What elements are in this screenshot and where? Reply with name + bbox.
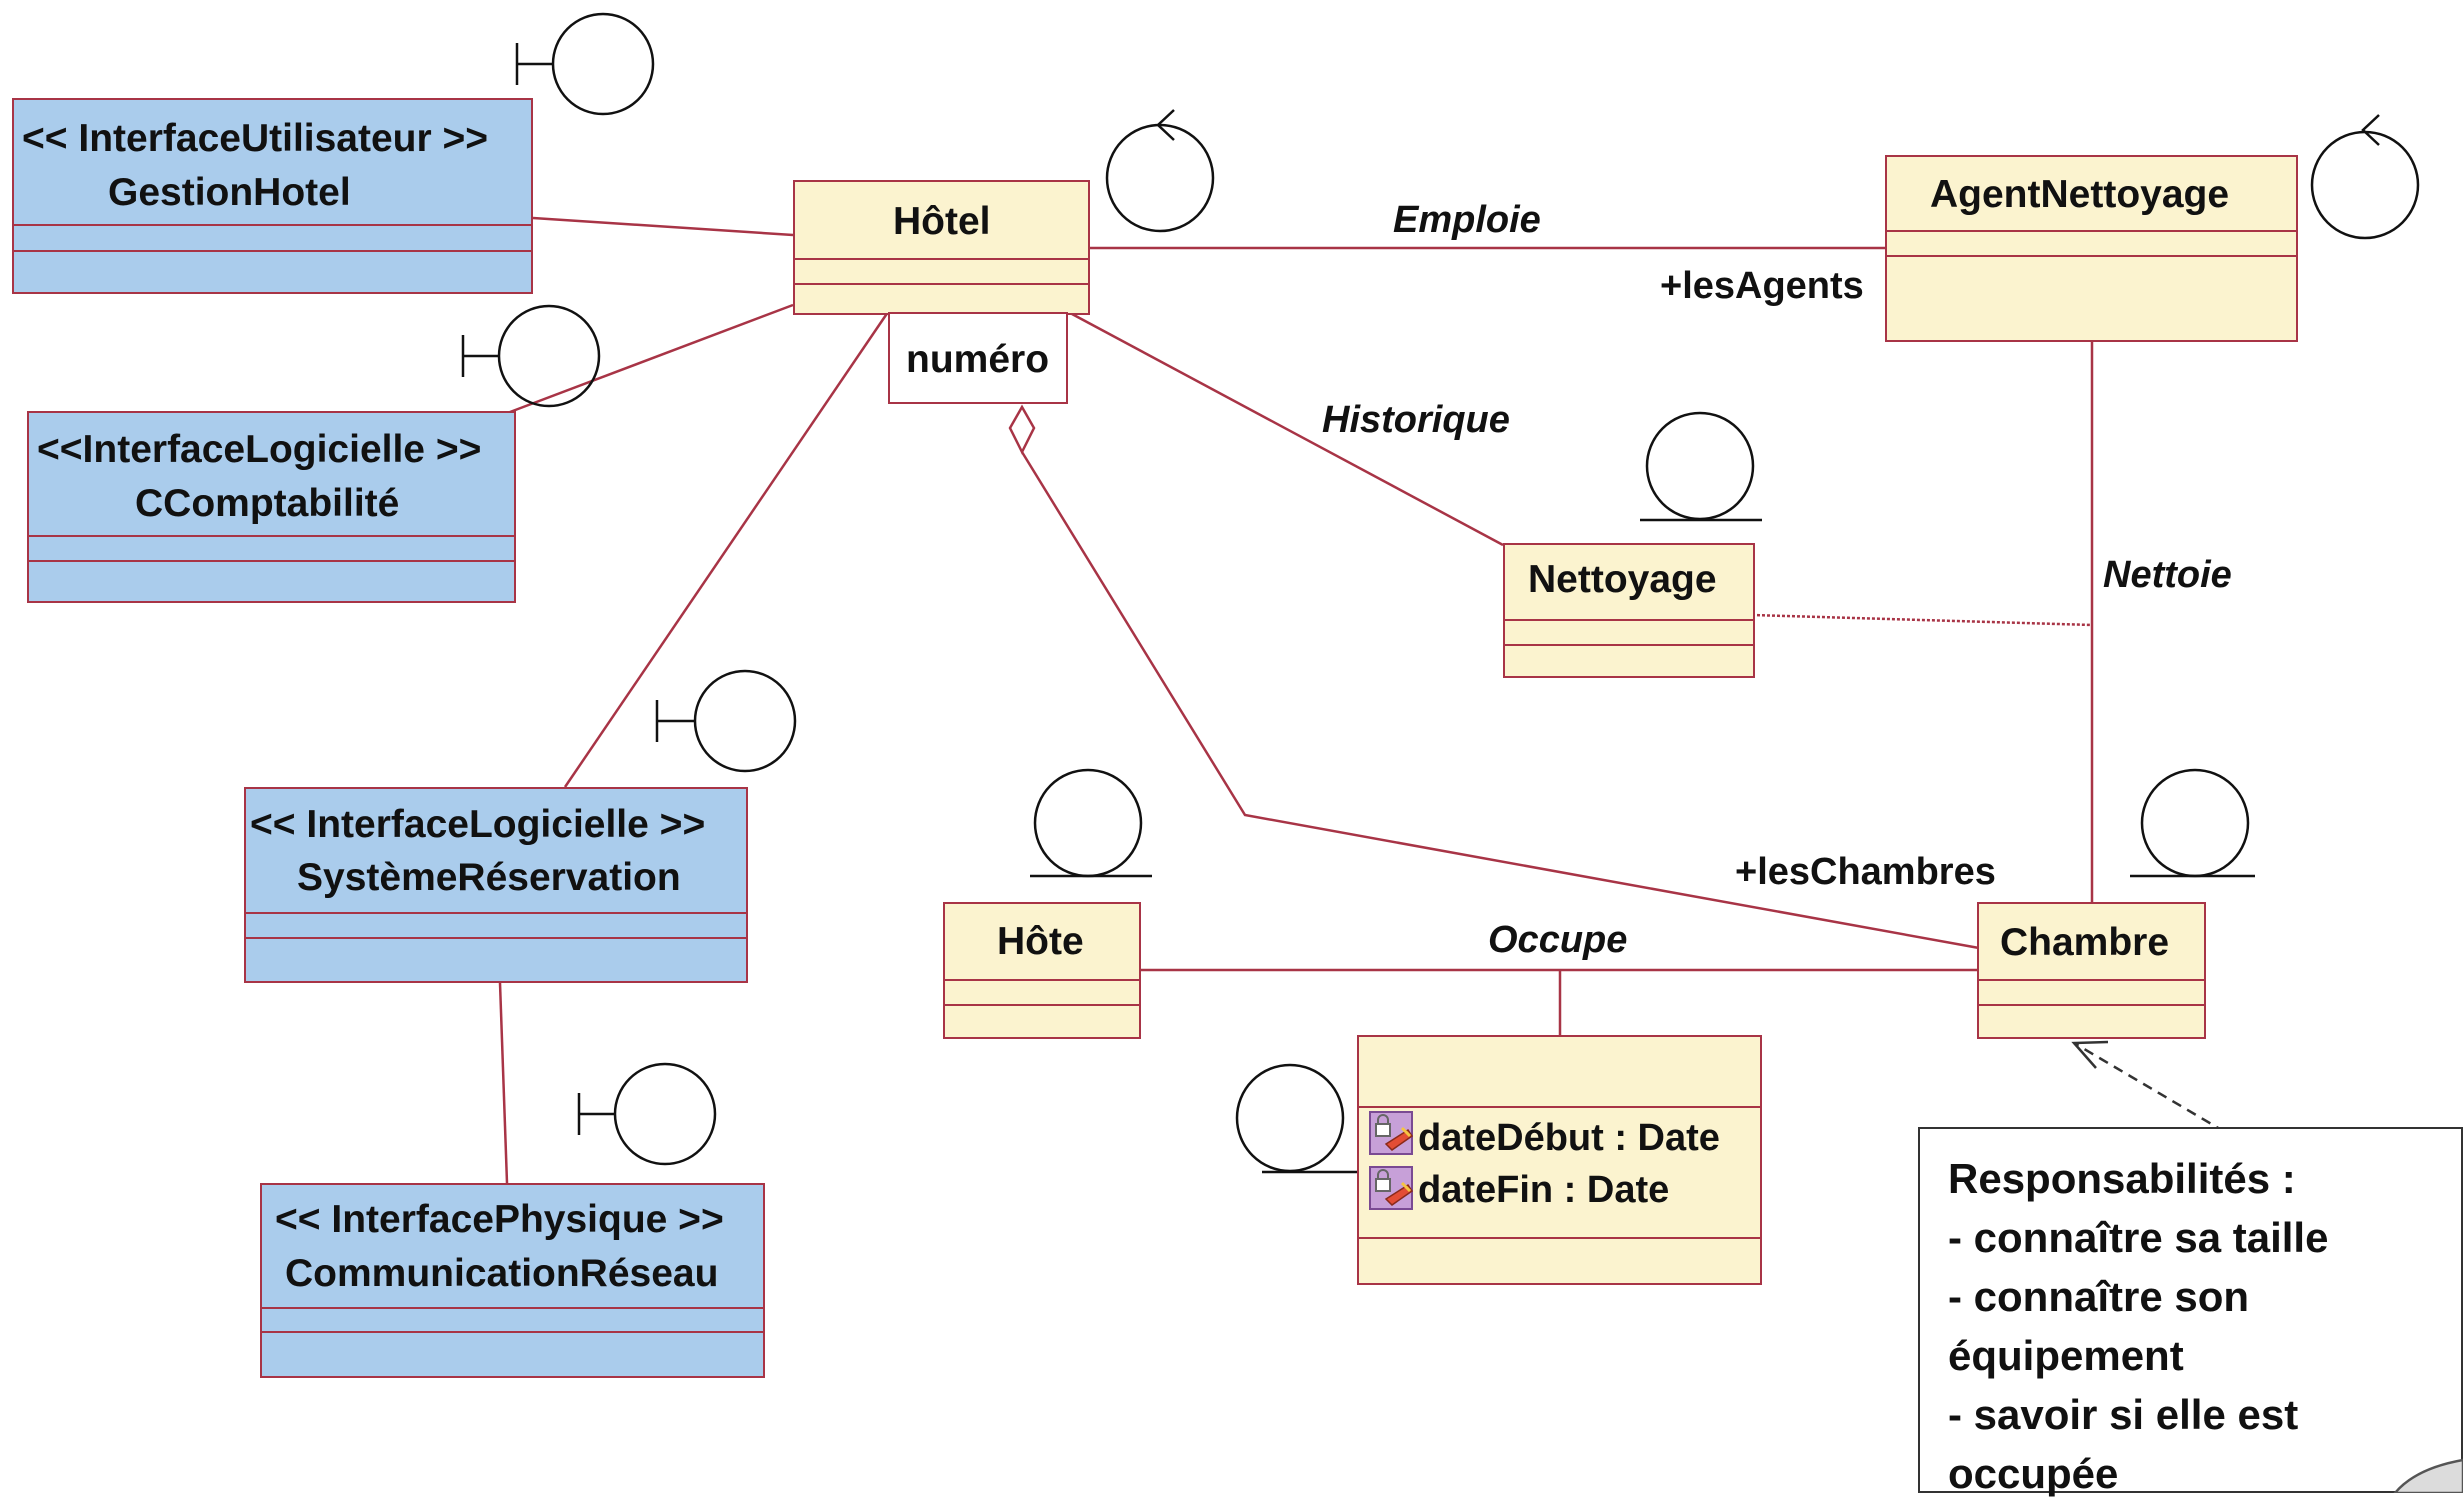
class-occupe-association[interactable]	[1357, 1035, 1762, 1285]
link-systemereservation-hotel	[563, 311, 890, 788]
assoc-label-emploie: Emploie	[1393, 199, 1541, 241]
class-communicationreseau-name: CommunicationRéseau	[285, 1252, 719, 1295]
control-icon	[1105, 109, 1215, 233]
class-hotel-name: Hôtel	[893, 200, 991, 243]
assoc-historique	[1071, 312, 1504, 547]
note-line: occupée	[1948, 1450, 2119, 1497]
assoc-nettoie-class-link	[1751, 613, 2093, 627]
role-label-lesagents: +lesAgents	[1660, 265, 1864, 307]
note-dependency-line	[2073, 1041, 2226, 1134]
class-ccomptabilite-stereotype: <<InterfaceLogicielle >>	[37, 427, 482, 473]
class-nettoyage-name: Nettoyage	[1528, 558, 1717, 601]
note-text: Responsabilités : - connaître sa taille …	[1948, 1149, 2328, 1503]
class-chambre-name: Chambre	[2000, 921, 2170, 964]
role-label-leschambres: +lesChambres	[1735, 851, 1996, 893]
class-ccomptabilite-name: CComptabilité	[135, 482, 400, 525]
boundary-icon	[461, 304, 601, 408]
entity-icon	[1030, 768, 1152, 878]
hotel-qualifier-label: numéro	[906, 338, 1050, 381]
assoc-leschambres	[1020, 451, 1980, 950]
attribute-key-icon	[1369, 1111, 1414, 1155]
class-hotel[interactable]	[793, 180, 1090, 315]
aggregation-diamond	[1008, 404, 1036, 455]
class-hote-name: Hôte	[997, 920, 1084, 963]
entity-icon	[1640, 411, 1762, 522]
note-line: Responsabilités :	[1948, 1155, 2296, 1202]
class-agentnettoyage[interactable]	[1885, 155, 2298, 342]
class-chambre[interactable]	[1977, 902, 2206, 1039]
link-ccomptabilite-hotel	[509, 303, 794, 414]
note-line: - savoir si elle est	[1948, 1391, 2299, 1438]
assoc-label-historique: Historique	[1322, 399, 1510, 441]
boundary-icon	[655, 669, 797, 773]
class-communicationreseau-stereotype: << InterfacePhysique >>	[275, 1197, 724, 1243]
class-agentnettoyage-name: AgentNettoyage	[1930, 173, 2230, 216]
control-icon	[2310, 114, 2420, 240]
note-line: équipement	[1948, 1332, 2184, 1379]
class-systemereservation-name: SystèmeRéservation	[297, 856, 681, 899]
class-nettoyage[interactable]	[1503, 543, 1755, 678]
assoc-label-nettoie: Nettoie	[2103, 554, 2232, 596]
note-dependency-arrowhead	[2071, 1040, 2109, 1069]
responsibilities-note[interactable]: Responsabilités : - connaître sa taille …	[1918, 1127, 2463, 1497]
note-line: - connaître son	[1948, 1273, 2250, 1320]
class-systemereservation-stereotype: << InterfaceLogicielle >>	[250, 802, 706, 848]
attribute-date-fin: dateFin : Date	[1418, 1169, 1670, 1211]
class-hote[interactable]	[943, 902, 1141, 1039]
boundary-icon	[515, 12, 655, 116]
note-line: - connaître sa taille	[1948, 1214, 2329, 1261]
note-corner-fold	[2393, 1458, 2463, 1493]
link-systemereservation-communication	[498, 982, 509, 1184]
hotel-qualifier[interactable]	[888, 312, 1068, 404]
class-gestionhotel-stereotype: << InterfaceUtilisateur >>	[22, 116, 489, 162]
class-gestionhotel-name: GestionHotel	[108, 171, 351, 214]
attribute-key-icon	[1369, 1166, 1414, 1210]
entity-icon	[1235, 1063, 1372, 1174]
assoc-label-occupe: Occupe	[1488, 919, 1628, 961]
attribute-date-debut: dateDébut : Date	[1418, 1117, 1720, 1159]
entity-icon	[2130, 768, 2255, 878]
boundary-icon	[577, 1062, 717, 1166]
link-gestionhotel-hotel	[532, 216, 794, 237]
